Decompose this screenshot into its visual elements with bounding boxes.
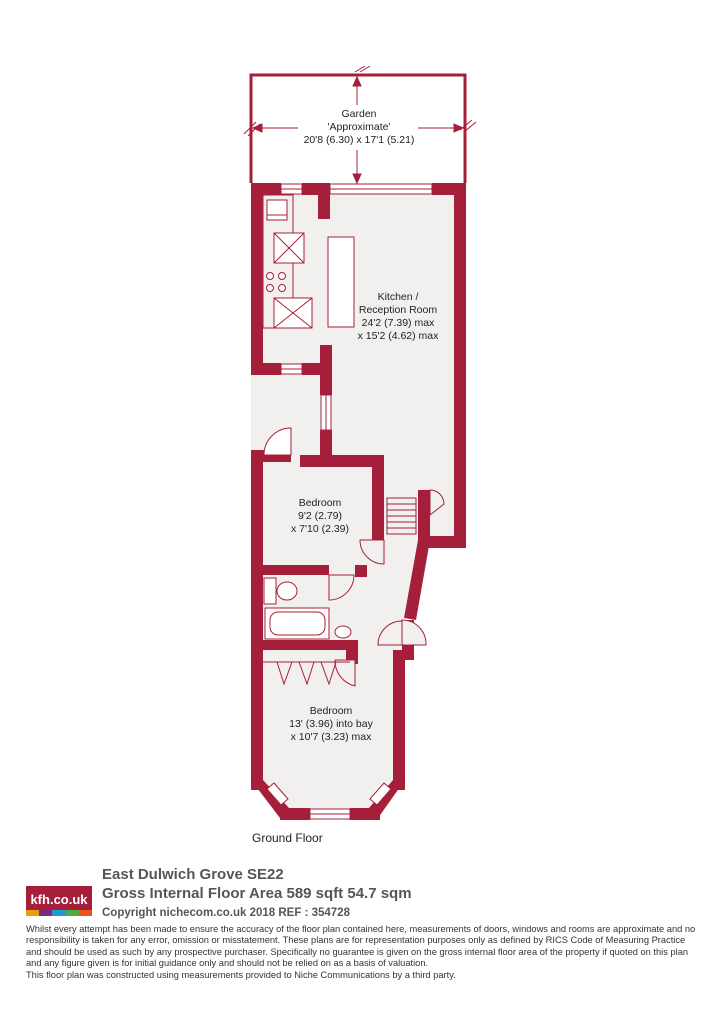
bedroom2-label: Bedroom 13' (3.96) into bay x 10'7 (3.23… — [289, 705, 373, 744]
doors — [263, 427, 445, 687]
bedroom2-dim-2: x 10'7 (3.23) max — [290, 731, 372, 743]
bedroom2-dim-1: 13' (3.96) into bay — [289, 718, 373, 730]
kitchen-dim-2: x 15'2 (4.62) max — [357, 330, 439, 342]
floor-label: Ground Floor — [252, 831, 323, 845]
garden-dimensions: 20'8 (6.30) x 17'1 (5.21) — [303, 134, 415, 146]
garden-name: Garden — [341, 108, 377, 120]
kitchen-label: Kitchen / Reception Room 24'2 (7.39) max… — [358, 291, 439, 343]
kitchen-name: Kitchen / — [377, 291, 419, 303]
kfh-logo: kfh.co.uk — [26, 886, 92, 916]
floor-fill — [251, 194, 463, 811]
property-address: East Dulwich Grove SE22 — [102, 866, 284, 883]
logo-stripe — [79, 910, 92, 916]
copyright: Copyright nichecom.co.uk 2018 REF : 3547… — [102, 907, 350, 919]
bathroom-fittings — [263, 577, 352, 640]
bedroom1-dim-2: x 7'10 (2.39) — [290, 523, 350, 535]
logo-stripe — [26, 910, 39, 916]
disclaimer: Whilst every attempt has been made to en… — [26, 924, 698, 981]
logo-text: kfh.co.uk — [30, 892, 88, 907]
kitchen-fittings — [262, 194, 355, 329]
garden-note: 'Approximate' — [327, 121, 391, 133]
logo-stripe — [66, 910, 79, 916]
garden-dimension-arrows — [243, 65, 477, 185]
disclaimer-text: Whilst every attempt has been made to en… — [26, 924, 696, 969]
disclaimer-source: This floor plan was constructed using me… — [26, 969, 456, 980]
stairs — [386, 497, 417, 535]
walls — [251, 183, 466, 820]
bedroom1-name: Bedroom — [298, 497, 342, 509]
kitchen-name-line2: Reception Room — [358, 304, 438, 316]
floor-area: Gross Internal Floor Area 589 sqft 54.7 … — [102, 885, 412, 902]
bedroom2-name: Bedroom — [309, 705, 353, 717]
kitchen-dim-1: 24'2 (7.39) max — [361, 317, 435, 329]
windows — [280, 183, 433, 820]
garden-label: Garden 'Approximate' 20'8 (6.30) x 17'1 … — [304, 108, 415, 147]
garden-boundary — [249, 73, 467, 183]
logo-stripe — [39, 910, 52, 916]
bedroom1-label: Bedroom 9'2 (2.79) x 7'10 (2.39) — [291, 497, 349, 536]
bedroom1-dim-1: 9'2 (2.79) — [297, 510, 343, 522]
wardrobe — [263, 661, 350, 686]
title-block: East Dulwich Grove SE22 Gross Internal F… — [102, 866, 412, 921]
bay-side-windows — [266, 782, 392, 806]
logo-stripe — [52, 910, 66, 916]
